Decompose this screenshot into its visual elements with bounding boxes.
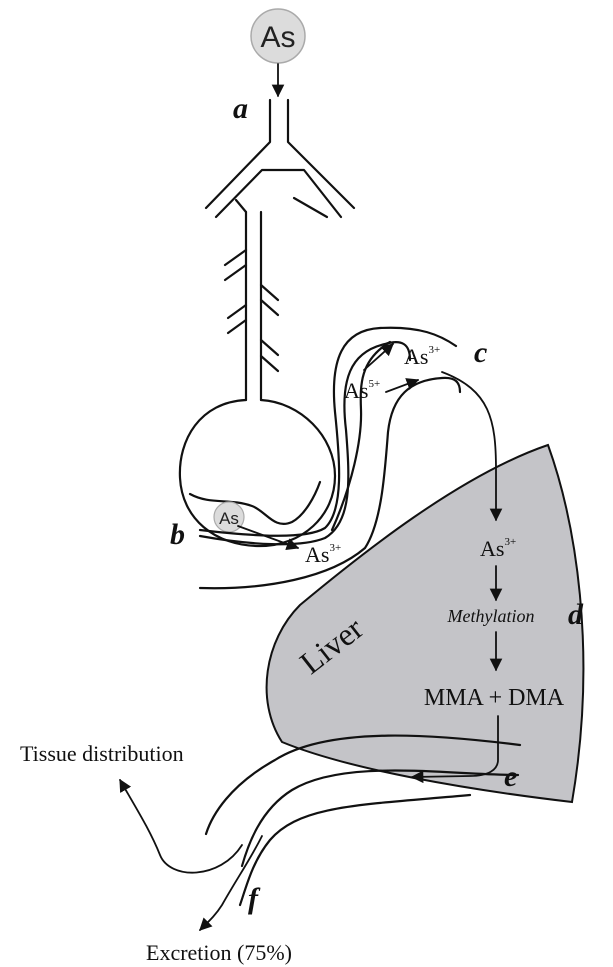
as3-gut-label: As3+: [305, 542, 341, 567]
excretion-label: Excretion (75%): [146, 940, 292, 965]
reduction-arrow: [364, 344, 393, 370]
input-arsenic-label: As: [260, 21, 295, 54]
step-d-label: d: [568, 598, 584, 631]
step-f-label: f: [248, 882, 261, 915]
step-c-label: c: [474, 336, 487, 369]
methylation-label: Methylation: [447, 606, 535, 626]
mma-dma-label: MMA + DMA: [424, 685, 565, 711]
step-a-label: a: [233, 92, 248, 125]
step-b-label: b: [170, 518, 185, 551]
stomach: [180, 400, 335, 546]
gut-arsenic-label: As: [219, 509, 239, 528]
tissue-distribution-arrow: [120, 780, 242, 873]
liver-shape: [267, 445, 584, 802]
airway-tree: [206, 100, 354, 400]
as5-label: As5+: [344, 378, 380, 403]
step-e-label: e: [504, 760, 517, 793]
as3-top-label: As3+: [404, 344, 440, 369]
tissue-distribution-label: Tissue distribution: [20, 741, 184, 766]
